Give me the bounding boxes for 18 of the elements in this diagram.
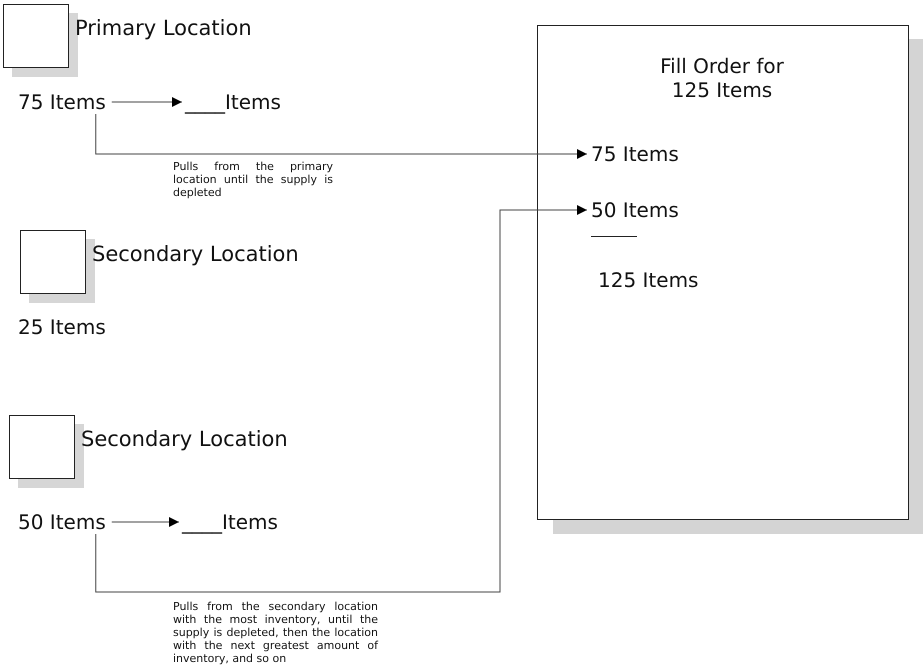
note-text: Pulls from the secondary location with the most inventory, until the supply is depleted, then the location with the next greatest amount of inventory, and so on [173, 600, 378, 665]
quantity-text: ____Items [185, 90, 281, 114]
location-label: Secondary Location [92, 242, 299, 266]
arrow [95, 205, 588, 592]
quantity-text: 75 Items [18, 90, 106, 114]
arrow [111, 97, 182, 107]
note-text: Pulls from the primary location until the supply is depleted [173, 160, 333, 199]
arrow [95, 114, 588, 159]
panel-title: Fill Order for 125 Items [659, 54, 785, 102]
quantity-text: 50 Items [18, 510, 106, 534]
quantity-text: 25 Items [18, 315, 106, 339]
quantity-text: 50 Items [591, 198, 679, 222]
location-label: Secondary Location [81, 427, 288, 451]
quantity-text: ____Items [182, 510, 278, 534]
location-label: Primary Location [75, 16, 252, 40]
arrow [111, 517, 180, 527]
quantity-text: 75 Items [591, 142, 679, 166]
quantity-text: 125 Items [598, 268, 698, 292]
